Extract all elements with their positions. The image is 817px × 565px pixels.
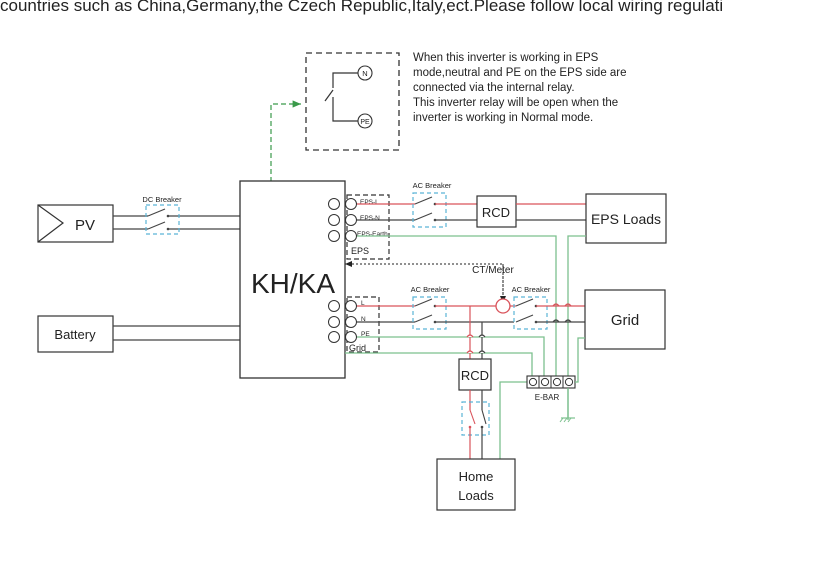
relay-terminal-pe-label: PE [360, 119, 370, 126]
eps-ac-breaker-box [412, 192, 447, 228]
eps-earth-wire [357, 235, 557, 388]
home-loads-box [436, 458, 516, 511]
pv-box [37, 204, 114, 243]
relay-note-line: When this inverter is working in EPS [413, 52, 599, 64]
ground-icon [559, 388, 575, 423]
relay-link-arrow-up [270, 100, 301, 222]
relay-note-line: inverter is working in Normal mode. [413, 112, 594, 124]
relay-note: When this inverter is working in EPS mod… [413, 51, 663, 126]
eps-group-label: EPS [351, 246, 369, 256]
eps-loads-box [585, 193, 667, 244]
relay-wire-bottom [332, 97, 358, 122]
relay-terminal-n-label: N [362, 69, 367, 78]
inverter-label: KH/KA [251, 268, 335, 299]
inverter-box [239, 180, 346, 379]
grid-ac-breaker-1-label: AC Breaker [411, 285, 450, 294]
battery-block: Battery [37, 315, 114, 353]
eps-ac-breaker: AC Breaker [412, 181, 452, 228]
home-rcd-label: RCD [461, 368, 489, 383]
dc-breaker-label: DC Breaker [142, 195, 182, 204]
dc-breaker-box [145, 204, 180, 235]
relay-wire-top [332, 72, 358, 88]
header-text: countries such as China,Germany,the Czec… [0, 0, 724, 15]
relay-note-line: connected via the internal relay. [413, 82, 575, 94]
grid-block: Grid [584, 289, 666, 350]
home-breaker-box [461, 401, 490, 436]
e-bar-label: E-BAR [535, 393, 560, 402]
grid-ac-breaker-1-box [412, 296, 447, 330]
grid-box [584, 289, 666, 350]
grid-terminal-n-label: N [361, 316, 366, 323]
grid-ac-breaker-2-box [513, 296, 548, 330]
battery-label: Battery [54, 327, 96, 342]
grid-group-label: Grid [349, 343, 366, 353]
eps-port-group: EPS-L EPS-N EPS-Earth EPS [328, 194, 390, 260]
pv-icon [37, 204, 65, 243]
home-breaker [461, 401, 490, 436]
eps-rcd: RCD [476, 195, 517, 228]
grid-terminal-pe-label: PE [361, 331, 370, 338]
eps-loads-label: EPS Loads [591, 211, 661, 227]
grid-label: Grid [611, 312, 639, 329]
eps-terminal-l-label: EPS-L [360, 199, 379, 206]
home-rcd: RCD [458, 358, 492, 391]
eps-rcd-box [476, 195, 517, 228]
eps-terminal-earth-label: EPS-Earth [357, 231, 388, 238]
relay-note-line: mode,neutral and PE on the EPS side are [413, 67, 627, 79]
dc-breaker: DC Breaker [142, 195, 182, 235]
home-loads: Home Loads [436, 458, 516, 511]
pv-label: PV [75, 217, 95, 234]
inverter-block: KH/KA [239, 180, 346, 379]
relay-terminal-n [357, 65, 373, 81]
battery-box [37, 315, 114, 353]
pv-block: PV [37, 204, 114, 243]
relay-inset-border [305, 52, 400, 151]
grid-earth-wire [577, 337, 585, 380]
eps-rcd-label: RCD [482, 205, 510, 220]
eps-terminal-n-label: EPS-N [360, 215, 380, 222]
relay-note-line: This inverter relay will be open when th… [413, 97, 619, 109]
grid-pe-wire [357, 336, 545, 376]
relay-inset: N PE [305, 52, 400, 151]
grid-ac-breaker-2: AC Breaker [512, 285, 551, 330]
ct-meter-label: CT/Meter [472, 265, 514, 276]
home-rcd-box [458, 358, 492, 391]
relay-terminal-pe [357, 113, 373, 129]
home-loads-label-2: Loads [458, 488, 494, 503]
ct-sensor [495, 298, 511, 314]
grid-ac-breaker-2-label: AC Breaker [512, 285, 551, 294]
grid-terminal-l-label: L [361, 300, 365, 307]
home-earth-wire [499, 381, 527, 459]
relay-switch [324, 89, 334, 102]
eps-loads-earth-wire [567, 235, 586, 420]
eps-ac-breaker-label: AC Breaker [413, 181, 452, 190]
grid-port-group: L N PE Grid [328, 296, 380, 353]
eps-port-border [346, 194, 390, 260]
home-loads-label-1: Home [459, 469, 494, 484]
inverter-earth-wire [345, 352, 533, 376]
grid-ac-breaker-1: AC Breaker [411, 285, 450, 330]
eps-loads: EPS Loads [585, 193, 667, 244]
